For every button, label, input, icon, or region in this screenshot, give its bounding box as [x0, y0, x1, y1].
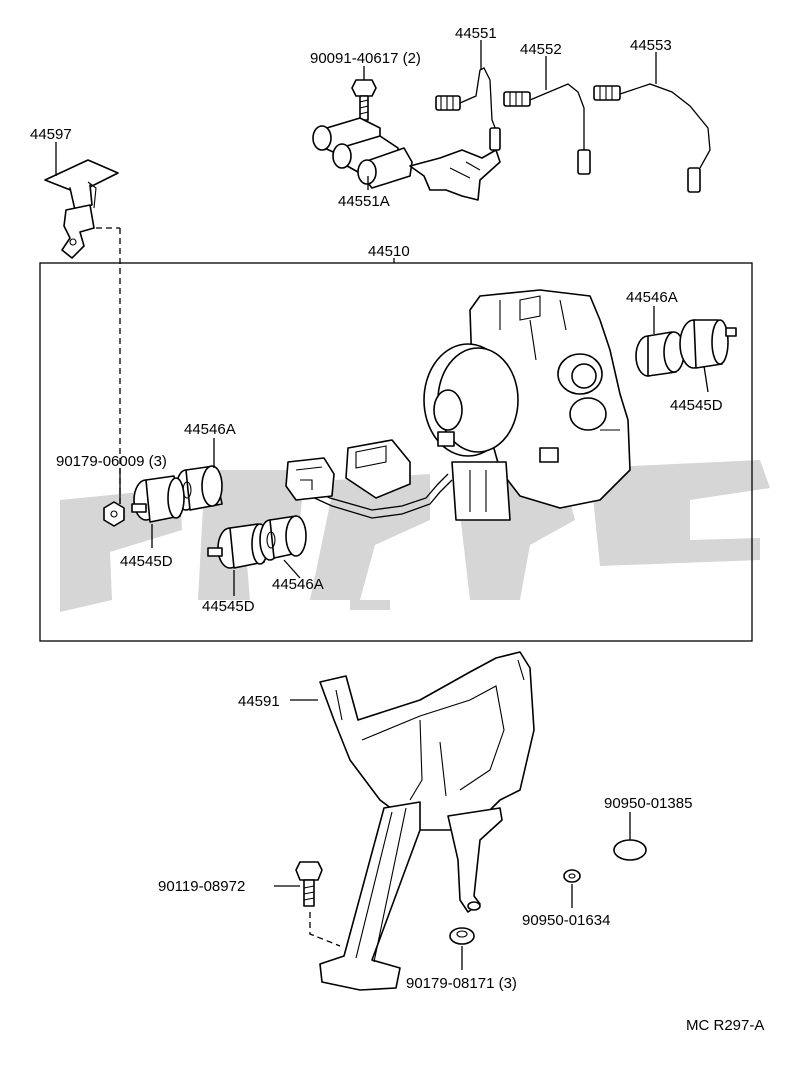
grommet-44545D-right: [679, 319, 737, 369]
bracket-44597: [44, 159, 119, 259]
label-44597: 44597: [30, 126, 72, 143]
label-90179-06009: 90179-06009 (3): [56, 453, 167, 470]
bracket-44591: [319, 651, 535, 991]
grommet-44545D-lower: [207, 523, 269, 569]
label-44552: 44552: [520, 41, 562, 58]
label-44546A-right: 44546A: [626, 289, 678, 306]
label-90091-40617: 90091-40617 (2): [310, 50, 421, 67]
grommet-44545D-left: [131, 475, 185, 523]
label-44551A: 44551A: [338, 193, 390, 210]
label-44546A-lower: 44546A: [272, 576, 324, 593]
tube-44552: [503, 83, 591, 175]
tube-44553: [593, 83, 711, 193]
nut-90179-08171: [449, 927, 475, 945]
tube-44551: [435, 67, 501, 151]
label-44545D-right: 44545D: [670, 397, 723, 414]
label-44545D-left: 44545D: [120, 553, 173, 570]
abs-actuator: [423, 289, 631, 521]
label-90950-01634: 90950-01634: [522, 912, 610, 929]
plug-90950-01385: [613, 839, 647, 861]
label-44551: 44551: [455, 25, 497, 42]
diagram-code: MC R297-A: [686, 1017, 764, 1034]
bolt-90119-08972: [295, 861, 323, 907]
leader-44546A-lower: [283, 559, 301, 579]
label-44591: 44591: [238, 693, 280, 710]
solenoid-bracket-44551A: [312, 117, 501, 201]
leader-dashed-90119: [309, 912, 341, 947]
label-44553: 44553: [630, 37, 672, 54]
grommet-90950-01634: [563, 869, 581, 883]
nut-90179-06009: [103, 501, 125, 527]
assembly-box-44510: [39, 262, 753, 642]
label-90119-08972: 90119-08972: [158, 878, 245, 895]
label-44546A-left: 44546A: [184, 421, 236, 438]
label-44510: 44510: [368, 243, 410, 260]
cushion-44546A-lower: [259, 515, 307, 561]
leader-44545D-right: [703, 365, 709, 393]
wire-harness: [285, 439, 453, 519]
cushion-44546A-right: [635, 331, 685, 377]
label-90950-01385: 90950-01385: [604, 795, 692, 812]
bolt-90091-40617: [351, 79, 377, 121]
label-44545D-lower: 44545D: [202, 598, 255, 615]
label-90179-08171: 90179-08171 (3): [406, 975, 517, 992]
